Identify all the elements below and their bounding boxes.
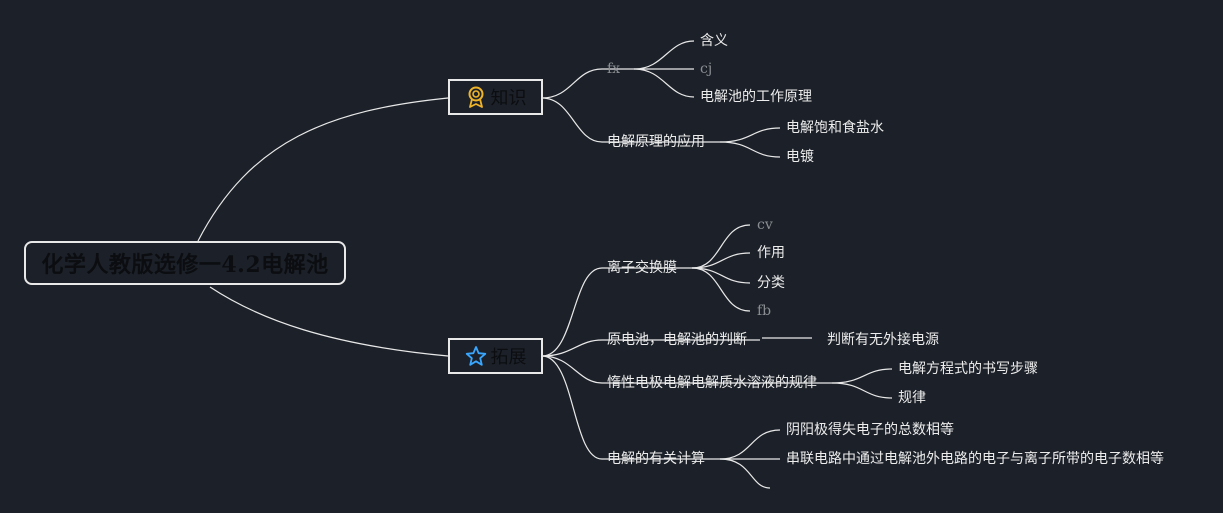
- topic-calc[interactable]: 电解的有关计算: [607, 451, 705, 467]
- topic-calc-electrons[interactable]: 阴阳极得失电子的总数相等: [786, 422, 954, 438]
- topic-calc-series[interactable]: 串联电路中通过电解池外电路的电子与离子所带的电子数相等: [786, 451, 1164, 467]
- connector-extension-calc: [541, 355, 603, 460]
- star-icon: [465, 345, 487, 367]
- connector-calc-c1: [719, 429, 781, 460]
- connector-rule-c1: [831, 368, 893, 384]
- award-icon: [465, 86, 487, 108]
- connector-mem-c2: [691, 252, 751, 269]
- connector-mem-c4: [691, 267, 751, 312]
- topic-rule-law[interactable]: 规律: [898, 390, 926, 406]
- topic-judge-power[interactable]: 判断有无外接电源: [827, 332, 939, 348]
- connector-extension-rule: [541, 355, 603, 384]
- connector-extension-membrane: [541, 267, 603, 357]
- connector-rule-c2: [831, 382, 893, 399]
- branch-knowledge-label: 知识: [490, 88, 527, 109]
- topic-fx-cj[interactable]: cj: [700, 61, 713, 77]
- connector-root-extension: [209, 286, 449, 357]
- topic-application[interactable]: 电解原理的应用: [607, 134, 705, 150]
- connector-app-c1: [719, 127, 781, 143]
- connector-app-c2: [719, 141, 781, 158]
- connector-calc-c3: [719, 458, 771, 489]
- topic-rule[interactable]: 惰性电极电解电解质水溶液的规律: [607, 375, 817, 391]
- topic-fx[interactable]: fx: [607, 61, 621, 77]
- root-node[interactable]: 化学人教版选修一4.2电解池: [24, 241, 346, 285]
- connector-extension-judge: [541, 339, 603, 357]
- topic-membrane-role[interactable]: 作用: [757, 245, 785, 261]
- connector-knowledge-application: [541, 97, 603, 143]
- topic-judge[interactable]: 原电池，电解池的判断: [607, 332, 747, 348]
- connector-knowledge-fx: [541, 68, 603, 99]
- topic-fx-meaning[interactable]: 含义: [700, 33, 728, 49]
- root-title: 化学人教版选修一4.2电解池: [41, 252, 329, 278]
- connector-root-knowledge: [197, 97, 449, 242]
- topic-membrane-types[interactable]: 分类: [757, 275, 785, 291]
- connector-mem-c1: [691, 224, 751, 269]
- branch-extension-label: 拓展: [490, 347, 527, 368]
- topic-membrane[interactable]: 离子交换膜: [607, 260, 677, 276]
- branch-knowledge[interactable]: 知识: [448, 79, 543, 115]
- topic-app-brine[interactable]: 电解饱和食盐水: [786, 120, 884, 136]
- connector-mem-c3: [691, 267, 751, 284]
- topic-membrane-fb[interactable]: fb: [757, 303, 772, 319]
- topic-membrane-cv[interactable]: cv: [757, 217, 773, 233]
- topic-rule-steps[interactable]: 电解方程式的书写步骤: [898, 361, 1038, 377]
- topic-app-plating[interactable]: 电镀: [786, 149, 814, 165]
- connector-fx-c1: [633, 40, 695, 70]
- connector-fx-c3: [633, 68, 695, 98]
- topic-fx-principle[interactable]: 电解池的工作原理: [700, 89, 812, 105]
- branch-extension[interactable]: 拓展: [448, 338, 543, 374]
